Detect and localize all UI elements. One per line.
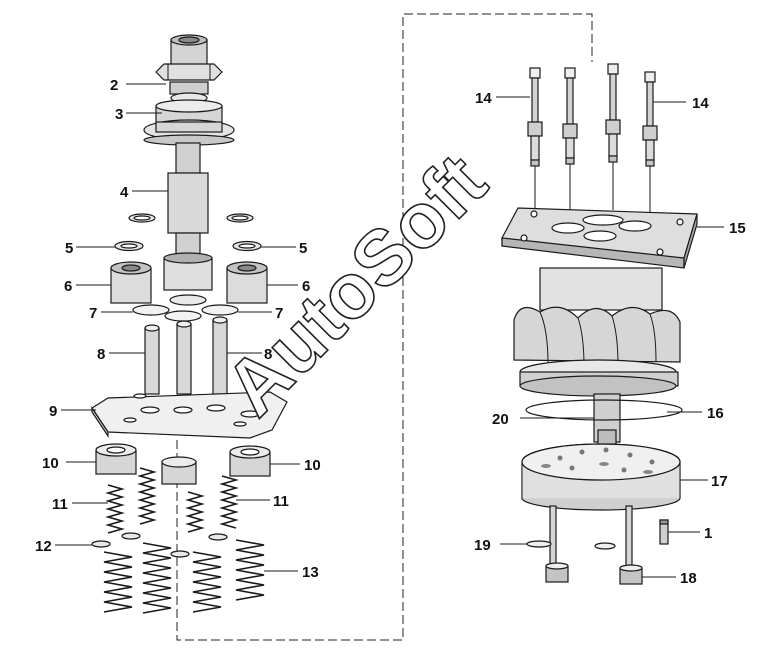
assembly-connector-line [176,13,593,641]
callout-11-left: 11 [52,496,68,513]
part-17-base [521,443,681,511]
callout-1: 1 [704,525,712,542]
callout-10-right: 10 [304,457,321,474]
callout-7-left: 7 [89,305,97,322]
part-7-discs [132,294,239,322]
part-19-o-rings [526,540,616,550]
part-20-shaft [597,429,617,445]
part-9-plate [91,391,288,439]
callout-6-left: 6 [64,278,72,295]
callout-20: 20 [492,411,509,428]
callout-10-left: 10 [42,455,59,472]
callout-14-left: 14 [475,90,492,107]
leader-lines [55,83,724,578]
part-10-bushings [95,443,271,485]
part-18-fittings [545,505,643,585]
callout-7-right: 7 [275,305,283,322]
callout-12: 12 [35,538,52,555]
callout-4: 4 [120,184,129,201]
part-6-caps [110,261,268,304]
callout-5-right: 5 [299,240,307,257]
callout-19: 19 [474,537,491,554]
part-14-bolts [527,63,658,214]
callout-9: 9 [49,403,57,420]
callout-labels: 2 3 4 5 5 6 6 7 7 8 8 9 10 10 11 11 12 1… [35,77,746,587]
callout-5-left: 5 [65,240,73,257]
callout-8-right: 8 [264,346,272,363]
part-1-key [659,519,669,545]
callout-18: 18 [680,570,697,587]
part-8-pins [144,316,228,395]
callout-6-right: 6 [302,278,310,295]
callout-15: 15 [729,220,746,237]
part-12-spring-seats [91,532,228,558]
callout-8-left: 8 [97,346,105,363]
pump-body [513,267,681,443]
part-5-o-rings [114,213,262,252]
callout-2: 2 [110,77,118,94]
part-4-shaft [163,142,213,291]
part-13-outer-springs [103,539,265,614]
part-15-top-plate [501,207,698,269]
callout-11-right: 11 [273,493,289,510]
part-2-fitting [155,34,223,95]
callout-3: 3 [115,106,123,123]
callout-14-right: 14 [692,95,709,112]
part-11-inner-springs [105,467,239,534]
callout-17: 17 [711,473,728,490]
part-3-flange [143,92,235,146]
part-16-gasket [525,399,683,421]
callout-16: 16 [707,405,724,422]
callout-13: 13 [302,564,319,581]
